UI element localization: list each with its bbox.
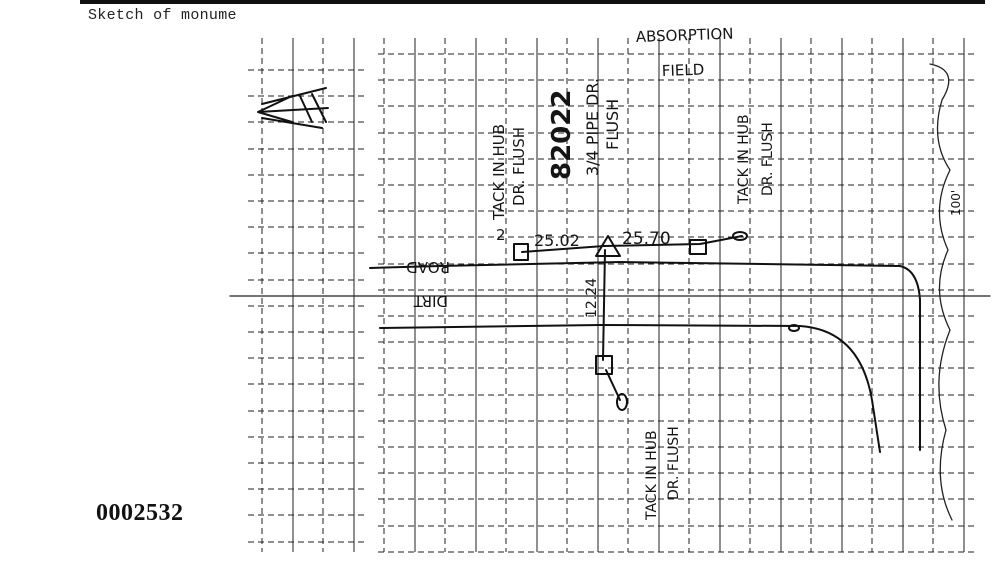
pipe-label: 3/4 PIPE DR. xyxy=(583,78,602,176)
header-rule xyxy=(80,0,985,4)
tack-hub-right-icon xyxy=(689,239,707,255)
road-point-icon xyxy=(788,324,800,332)
tack-bottom-label: TACK IN HUB xyxy=(644,430,660,521)
field-label: FIELD xyxy=(662,61,705,80)
tack-bottom-lathe-icon xyxy=(616,393,628,411)
tack-hub-bottom-icon xyxy=(595,355,613,375)
road-sketch xyxy=(229,261,991,453)
distance-right-label: 25.70 xyxy=(622,229,671,249)
tack-right-flush-label: DR. FLUSH xyxy=(760,122,776,196)
monument-triangle-icon xyxy=(595,235,621,257)
distance-down-label: 12.24 xyxy=(584,278,600,318)
document-number: 0002532 xyxy=(96,500,184,526)
margin-sketch xyxy=(929,63,953,521)
point-number-label: 2 xyxy=(496,226,506,244)
field-book-grid xyxy=(248,38,975,553)
road-label: ROAD xyxy=(406,258,450,276)
tack-bottom-flush-label: DR. FLUSH xyxy=(666,426,682,500)
monument-id-label: 82022 xyxy=(547,90,577,180)
pipe-flush-label: FLUSH xyxy=(603,99,622,150)
traverse-lines xyxy=(521,235,743,401)
distance-left-label: 25.02 xyxy=(534,231,580,250)
north-arrow-icon xyxy=(257,87,329,129)
tack-hub-left-icon xyxy=(513,243,529,261)
sketch-caption: Sketch of monume xyxy=(88,7,243,24)
tack-right-lathe-icon xyxy=(732,231,748,241)
tack-left-label: TACK IN HUB xyxy=(490,124,508,221)
absorption-label: ABSORPTION xyxy=(636,25,734,46)
tack-right-label: TACK IN HUB xyxy=(736,114,752,205)
margin-distance-label: 100' xyxy=(949,190,963,216)
tack-left-flush-label: DR. FLUSH xyxy=(510,127,528,206)
dirt-label: DIRT xyxy=(413,292,448,310)
